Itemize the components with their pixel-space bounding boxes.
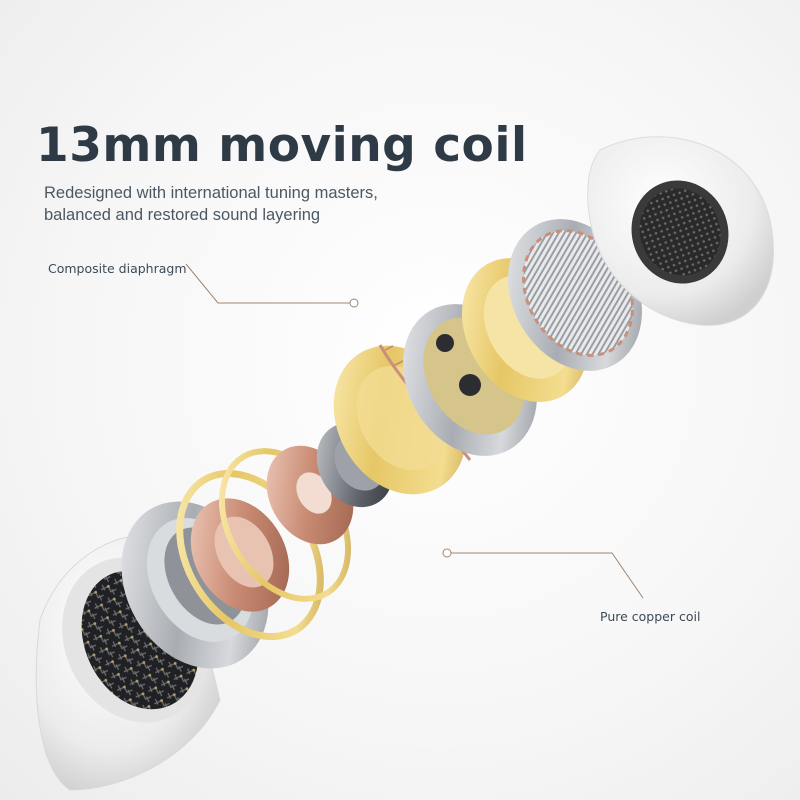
headline: 13mm moving coil: [36, 118, 528, 173]
subtitle: Redesigned with international tuning mas…: [44, 182, 378, 226]
earbud-shell-top: [587, 136, 774, 326]
callout-composite-diaphragm: Composite diaphragm: [48, 261, 187, 276]
leader-line-diaphragm: [185, 263, 359, 308]
callout-pure-copper-coil: Pure copper coil: [600, 609, 701, 624]
subtitle-line-2: balanced and restored sound layering: [44, 206, 321, 224]
subtitle-line-1: Redesigned with international tuning mas…: [44, 184, 378, 202]
leader-line-coil: [442, 548, 644, 599]
